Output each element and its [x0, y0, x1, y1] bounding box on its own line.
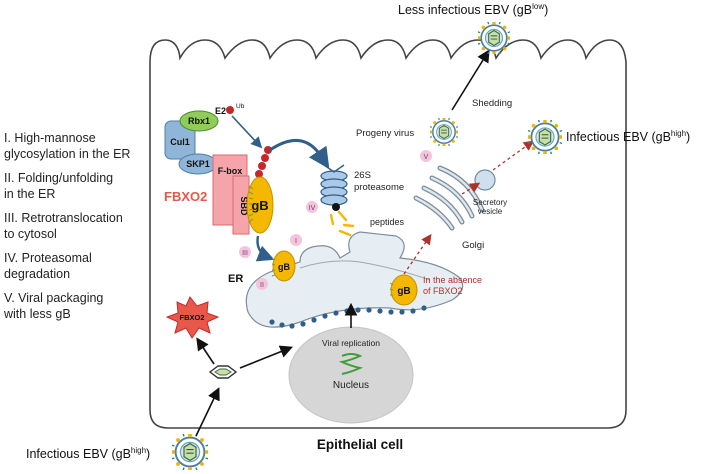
- badge-5: V: [424, 154, 429, 161]
- step-1: I. High-mannose glycosylation in the ER: [4, 131, 131, 161]
- er-label: ER: [228, 273, 243, 285]
- step-4: IV. Proteasomal degradation: [4, 251, 92, 281]
- entry-arrow: [195, 387, 220, 437]
- e2-label: E2: [215, 106, 226, 116]
- proteasome-label-2: proteasome: [354, 182, 404, 193]
- badge-1: I: [295, 238, 297, 245]
- scf-complex: [164, 110, 250, 235]
- step-badges: [239, 150, 432, 290]
- peptides-icon: [329, 210, 355, 237]
- gb-protein-export: [390, 274, 418, 306]
- gb-protein-bound: [246, 176, 274, 234]
- fbox-label: F-box: [218, 166, 243, 176]
- ubiquitin-chain: [255, 146, 272, 178]
- glycan-comb-er: [271, 257, 276, 277]
- gb-protein-er: [272, 250, 296, 282]
- step-legend: I. High-mannose glycosylation in the ER …: [4, 130, 164, 330]
- sbd-label: SBD: [239, 196, 249, 216]
- gb-bound-label: gB: [251, 198, 268, 213]
- fbxo2-burst-label: FBXO2: [179, 313, 204, 322]
- export-to-golgi-arrow: [403, 233, 432, 275]
- ub-icon: [226, 106, 234, 114]
- gb-er-label: gB: [278, 262, 290, 272]
- secretory-vesicle-label-2: vesicle: [478, 207, 503, 216]
- progeny-virus-label: Progeny virus: [356, 128, 414, 139]
- rbx1-label: Rbx1: [188, 116, 210, 126]
- epithelial-cell-label: Epithelial cell: [317, 437, 403, 452]
- badge-2: II: [260, 282, 264, 289]
- cul1-label: Cul1: [170, 137, 190, 147]
- secretory-vesicle-label-1: Secretory: [473, 198, 507, 207]
- glycan-comb-bound: [248, 185, 254, 223]
- proteasome-icon: [320, 164, 348, 211]
- er-inner-fold: [299, 260, 431, 281]
- golgi-apparatus-inner: [414, 166, 484, 230]
- to-proteasome-arrow: [269, 139, 330, 169]
- shedding-arrow: [451, 49, 490, 111]
- infectious-virus-bottom-icon: [172, 434, 208, 470]
- fbxo2-label: FBXO2: [164, 189, 207, 204]
- vesicle-to-surface-arrow: [492, 140, 535, 171]
- secretory-vesicle: [474, 169, 496, 191]
- er-to-scf-arrow: [255, 235, 275, 262]
- absence-label-2: of FBXO2: [423, 286, 463, 296]
- infectious-bottom-label: Infectious EBV (gBhigh): [26, 446, 150, 461]
- ub-transfer-arrow: [231, 115, 263, 149]
- viral-replication-label: Viral replication: [322, 338, 380, 348]
- golgi-label: Golgi: [462, 240, 484, 251]
- shedding-label: Shedding: [472, 98, 512, 109]
- epithelial-cell-membrane: [149, 39, 627, 429]
- uncoated-virion-icon: [208, 365, 238, 379]
- badge-3: III: [242, 250, 248, 257]
- skp1-label: SKP1: [186, 159, 210, 169]
- badge-4: IV: [309, 205, 316, 212]
- induces-fbxo2-arrow: [196, 337, 215, 365]
- glycan-comb-export: [389, 282, 394, 296]
- peptides-label: peptides: [370, 217, 405, 227]
- less-infectious-label: Less infectious EBV (gBlow): [398, 2, 548, 17]
- step-3: III. Retrotranslocation to cytosol: [4, 211, 123, 241]
- absence-label-1: In the absence: [423, 275, 482, 285]
- rbx1-protein: [179, 110, 219, 132]
- gb-export-label: gB: [397, 286, 410, 297]
- to-nucleus-arrow: [239, 345, 293, 369]
- step-2: II. Folding/unfolding in the ER: [4, 171, 114, 201]
- step-5: V. Viral packaging with less gB: [4, 291, 104, 321]
- fbxo2-burst-icon: [165, 296, 220, 339]
- infectious-right-label: Infectious EBV (gBhigh): [566, 129, 690, 144]
- proteasome-label-1: 26S: [354, 170, 371, 181]
- ub-label: Ub: [236, 103, 245, 110]
- viral-genome-icon: [338, 353, 364, 375]
- nucleus-label: Nucleus: [333, 380, 369, 391]
